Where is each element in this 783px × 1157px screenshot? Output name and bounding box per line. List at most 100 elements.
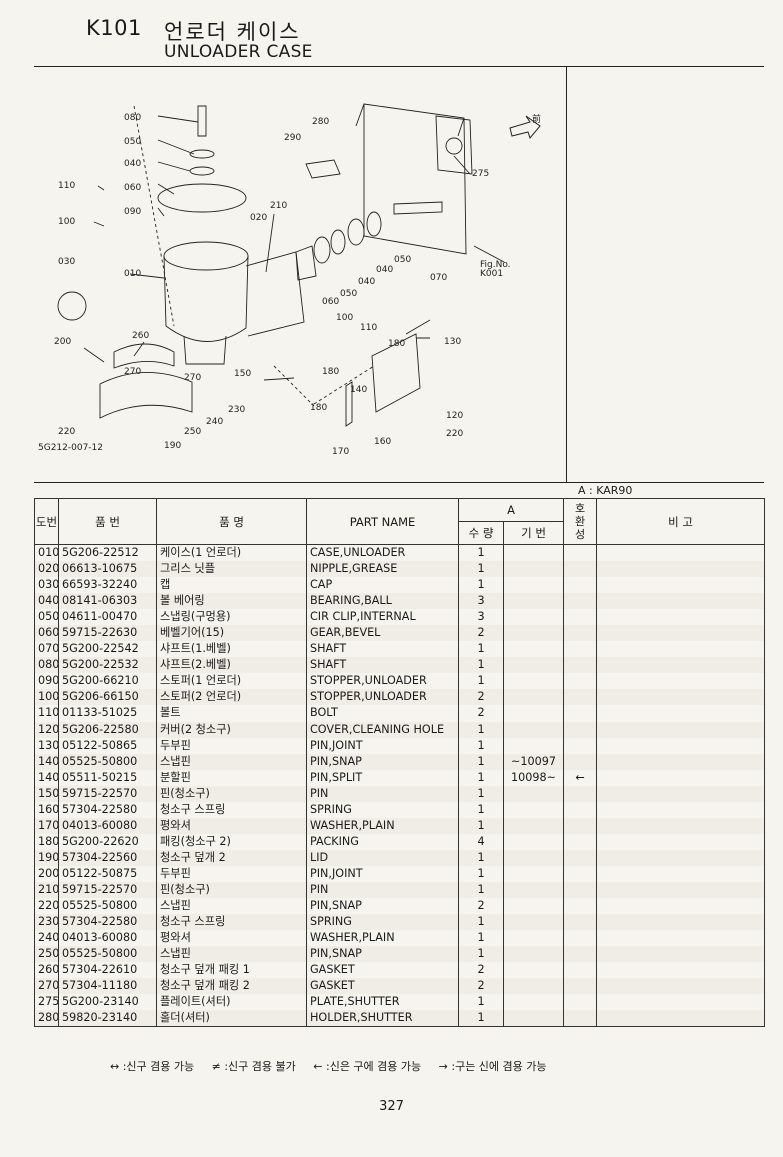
row-interchange bbox=[563, 1010, 597, 1028]
row-quantity: 1 bbox=[458, 641, 504, 658]
row-ref: 020 bbox=[34, 561, 59, 578]
row-part-number: 04013-60080 bbox=[58, 930, 157, 947]
row-serial bbox=[503, 914, 564, 931]
row-remarks bbox=[596, 962, 765, 979]
note-item: ↔ :신구 겸용 가능 bbox=[110, 1060, 195, 1073]
row-serial bbox=[503, 946, 564, 963]
row-remarks bbox=[596, 721, 765, 738]
row-ref: 260 bbox=[34, 962, 59, 979]
row-part-number: 57304-22580 bbox=[58, 914, 157, 931]
row-serial bbox=[503, 641, 564, 658]
row-remarks bbox=[596, 914, 765, 931]
row-quantity: 2 bbox=[458, 898, 504, 915]
row-remarks bbox=[596, 609, 765, 626]
callout-label: 010 bbox=[124, 269, 141, 279]
row-name-korean: 플레이트(셔터) bbox=[156, 994, 307, 1011]
callout-label: 140 bbox=[350, 385, 367, 395]
row-quantity: 1 bbox=[458, 865, 504, 882]
row-serial bbox=[503, 930, 564, 947]
row-interchange bbox=[563, 673, 597, 690]
row-remarks bbox=[596, 978, 765, 995]
row-part-name: BOLT bbox=[306, 705, 459, 722]
row-serial bbox=[503, 673, 564, 690]
row-interchange bbox=[563, 593, 597, 610]
row-part-number: 08141-06303 bbox=[58, 593, 157, 610]
page-number: 327 bbox=[379, 1099, 404, 1114]
row-part-name: GEAR,BEVEL bbox=[306, 625, 459, 642]
row-part-name: NIPPLE,GREASE bbox=[306, 561, 459, 578]
row-interchange bbox=[563, 978, 597, 995]
row-serial bbox=[503, 625, 564, 642]
col-group-a: A bbox=[458, 498, 564, 522]
row-remarks bbox=[596, 785, 765, 802]
row-part-number: 5G200-22532 bbox=[58, 657, 157, 674]
frame-edge-shape bbox=[355, 103, 465, 137]
row-serial bbox=[503, 657, 564, 674]
row-serial bbox=[503, 593, 564, 610]
row-quantity: 1 bbox=[458, 721, 504, 738]
plate-hole-shape bbox=[445, 137, 463, 155]
cover-120-shape bbox=[371, 333, 421, 413]
row-part-name: CAP bbox=[306, 577, 459, 594]
row-quantity: 1 bbox=[458, 914, 504, 931]
variant-legend: A : KAR90 bbox=[578, 484, 633, 497]
note-item: ≠ :신구 겸용 불가 bbox=[211, 1060, 296, 1073]
row-quantity: 1 bbox=[458, 544, 504, 562]
row-name-korean: 청소구 덮개 2 bbox=[156, 849, 307, 866]
row-interchange bbox=[563, 657, 597, 674]
row-ref: 190 bbox=[34, 849, 59, 866]
row-ref: 210 bbox=[34, 881, 59, 899]
row-remarks bbox=[596, 689, 765, 706]
row-part-name: GASKET bbox=[306, 962, 459, 979]
row-name-korean: 청소구 스프링 bbox=[156, 801, 307, 818]
row-remarks bbox=[596, 849, 765, 866]
callout-label: 060 bbox=[124, 183, 141, 193]
row-interchange bbox=[563, 994, 597, 1011]
row-serial bbox=[503, 898, 564, 915]
packing-180-shape bbox=[345, 381, 353, 427]
row-ref: 280 bbox=[34, 1010, 59, 1028]
cap-030-shape bbox=[57, 291, 87, 321]
row-interchange bbox=[563, 705, 597, 722]
row-quantity: 1 bbox=[458, 769, 504, 786]
row-part-name: SPRING bbox=[306, 914, 459, 931]
row-interchange bbox=[563, 849, 597, 866]
row-name-korean: 평와셔 bbox=[156, 817, 307, 834]
front-arrow-icon bbox=[509, 115, 541, 140]
row-serial bbox=[503, 801, 564, 818]
callout-label: 290 bbox=[284, 133, 301, 143]
row-ref: 110 bbox=[34, 705, 59, 722]
row-part-name: SHAFT bbox=[306, 657, 459, 674]
row-quantity: 1 bbox=[458, 673, 504, 690]
row-serial bbox=[503, 705, 564, 722]
row-interchange bbox=[563, 817, 597, 834]
row-serial bbox=[503, 978, 564, 995]
row-interchange bbox=[563, 865, 597, 882]
row-ref: 220 bbox=[34, 898, 59, 915]
row-interchange bbox=[563, 898, 597, 915]
row-part-name: CIR CLIP,INTERNAL bbox=[306, 609, 459, 626]
row-ref: 060 bbox=[34, 625, 59, 642]
bearing-040b-shape bbox=[313, 236, 331, 264]
row-name-korean: 스냅핀 bbox=[156, 946, 307, 963]
row-remarks bbox=[596, 577, 765, 594]
row-ref: 100 bbox=[34, 689, 59, 706]
callout-label: 110 bbox=[58, 181, 75, 191]
callout-label: 160 bbox=[374, 437, 391, 447]
clip-050b-shape bbox=[330, 229, 346, 255]
row-quantity: 1 bbox=[458, 785, 504, 802]
row-serial bbox=[503, 785, 564, 802]
row-part-name: PLATE,SHUTTER bbox=[306, 994, 459, 1011]
row-part-number: 59715-22630 bbox=[58, 625, 157, 642]
row-part-number: 5G200-22542 bbox=[58, 641, 157, 658]
